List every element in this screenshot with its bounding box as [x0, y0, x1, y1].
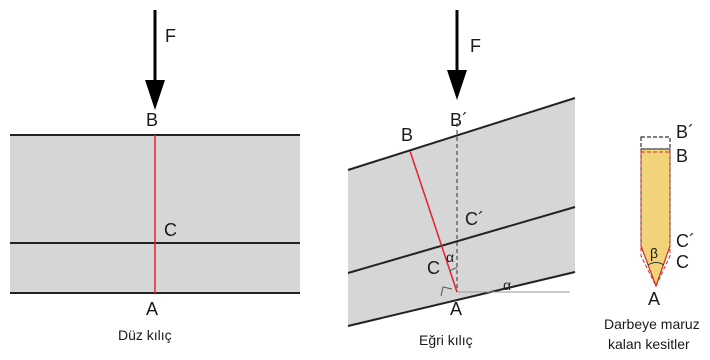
- straight-force-arrowhead: [145, 80, 165, 110]
- section-label-b-prime: B´: [676, 122, 694, 142]
- straight-caption: Düz kılıç: [118, 327, 172, 343]
- curved-red-line: [409, 150, 458, 293]
- curved-label-c-prime: C´: [465, 209, 484, 229]
- beta-arc: [647, 262, 665, 266]
- section-label-a: A: [648, 289, 660, 309]
- straight-label-b: B: [146, 110, 158, 130]
- curved-label-alpha-outer: α: [503, 277, 511, 293]
- curved-caption: Eğri kılıç: [419, 332, 473, 348]
- curved-bottom-edge: [347, 271, 576, 327]
- curved-label-b: B: [401, 125, 413, 145]
- curved-label-b-prime: B´: [450, 110, 468, 130]
- impact-sections: B´ B C´ C β A Darbeye maruz kalan kesitl…: [604, 122, 700, 352]
- straight-sword: F B C A Düz kılıç: [10, 10, 300, 343]
- section-label-b: B: [676, 146, 688, 166]
- curved-force-label: F: [470, 36, 481, 56]
- curved-label-alpha-inner: α: [446, 249, 454, 265]
- right-angle-marker: [440, 286, 453, 297]
- straight-force-label: F: [165, 26, 176, 46]
- section-label-c: C: [676, 252, 689, 272]
- curved-top-edge: [347, 97, 576, 171]
- alpha-arc-inner: [449, 267, 458, 272]
- curved-label-a: A: [450, 299, 462, 319]
- curved-label-c: C: [427, 258, 440, 278]
- section-caption-line2: kalan kesitler: [608, 336, 690, 352]
- curved-blade-band: [348, 98, 575, 326]
- straight-label-a: A: [146, 299, 158, 319]
- section-dashed-cap: [640, 136, 671, 150]
- curved-sword: F B B´ C´ C α α A Eğri kılıç: [347, 10, 576, 348]
- section-label-beta: β: [650, 245, 658, 261]
- curved-force-arrowhead: [447, 70, 467, 100]
- section-beta-right: [655, 245, 671, 287]
- section-red-outline: [640, 151, 671, 288]
- section-caption-line1: Darbeye maruz: [604, 316, 700, 332]
- curved-mid-line: [347, 206, 576, 274]
- section-label-c-prime: C´: [676, 231, 695, 251]
- section-beta-left: [640, 245, 657, 287]
- straight-label-c: C: [164, 220, 177, 240]
